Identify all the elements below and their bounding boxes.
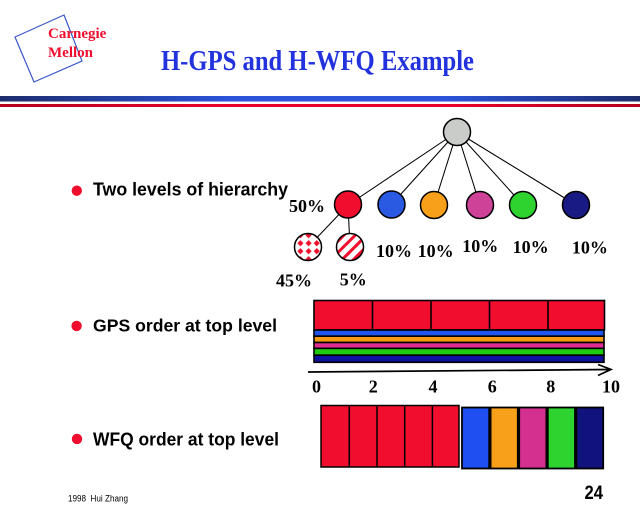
svg-text:10%: 10% xyxy=(513,237,549,257)
svg-text:10%: 10% xyxy=(418,241,454,261)
svg-text:8: 8 xyxy=(546,377,555,397)
svg-text:10%: 10% xyxy=(572,237,608,257)
svg-text:10%: 10% xyxy=(376,241,412,261)
svg-text:H-GPS and H-WFQ Example: H-GPS and H-WFQ Example xyxy=(161,45,474,77)
svg-text:Carnegie: Carnegie xyxy=(48,26,107,42)
svg-text:0: 0 xyxy=(312,377,321,397)
svg-text:WFQ order at top level: WFQ order at top level xyxy=(93,430,279,450)
svg-text:45%: 45% xyxy=(276,271,312,291)
svg-text:Two levels of hierarchy: Two levels of hierarchy xyxy=(93,178,289,199)
svg-text:10: 10 xyxy=(602,377,620,397)
svg-text:GPS order at top level: GPS order at top level xyxy=(93,315,277,335)
svg-text:10%: 10% xyxy=(462,236,498,256)
svg-text:2: 2 xyxy=(369,377,378,397)
svg-text:50%: 50% xyxy=(289,196,325,216)
svg-text:4: 4 xyxy=(429,377,438,397)
svg-text:Mellon: Mellon xyxy=(48,45,94,61)
svg-text:6: 6 xyxy=(488,377,497,397)
svg-text:5%: 5% xyxy=(340,270,367,290)
svg-text:24: 24 xyxy=(585,483,604,504)
svg-text:1998 Hui Zhang: 1998 Hui Zhang xyxy=(68,494,128,504)
